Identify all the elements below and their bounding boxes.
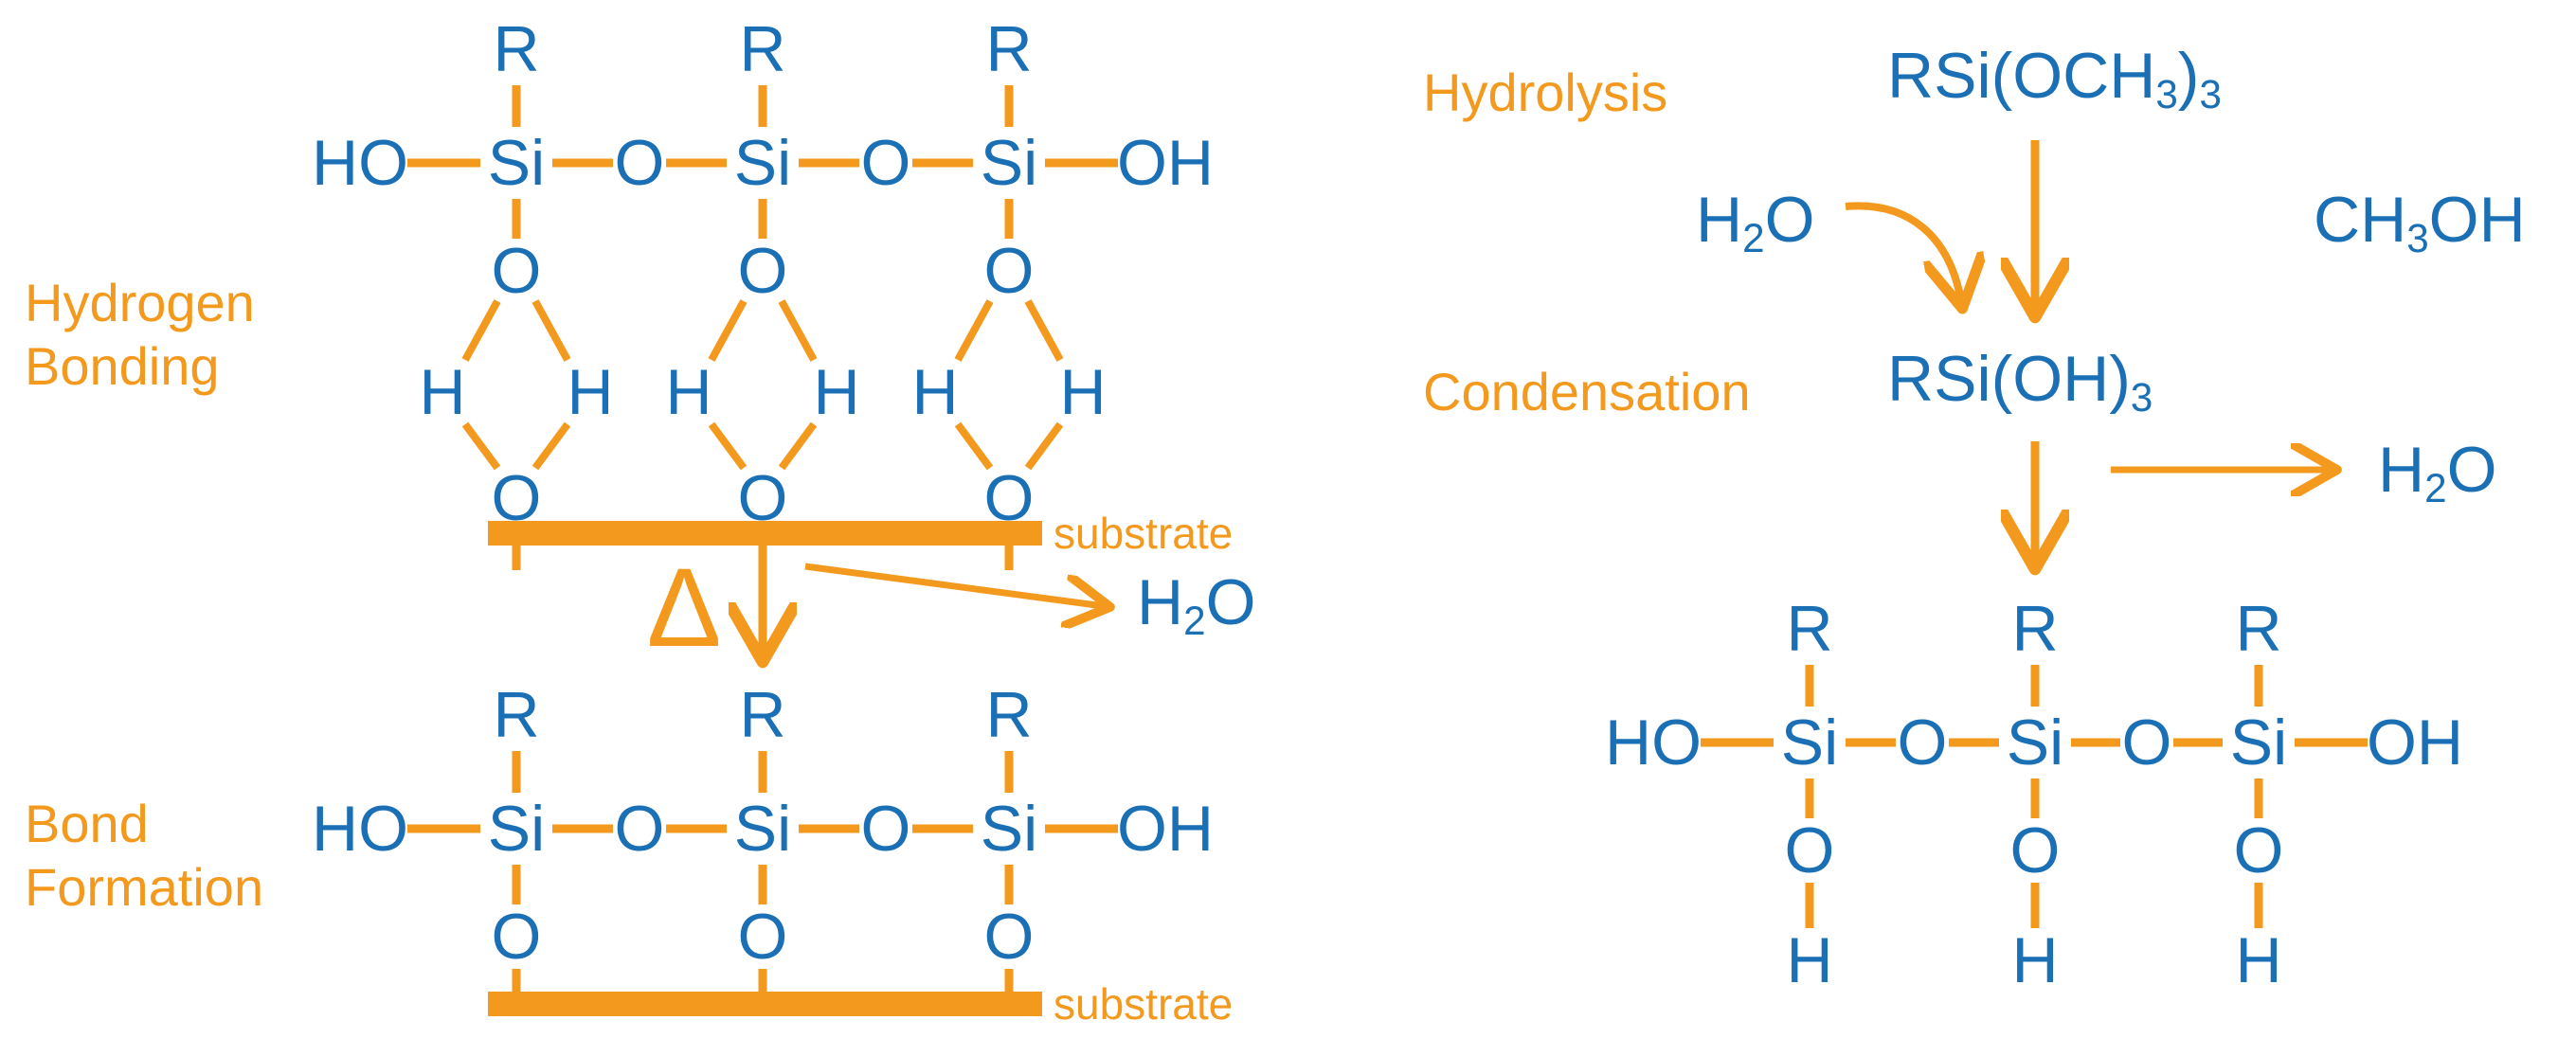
formula-water-right-part-2: O (2447, 434, 2497, 506)
bonded-atom-o-bridge-1: O (615, 793, 665, 865)
polysiloxane-atom-si-1: Si (1781, 707, 1838, 778)
hbond-atom-r-3: R (985, 13, 1032, 85)
label-bond-formation: Bond Formation (25, 794, 264, 918)
hbond-hbond-ll-1 (461, 421, 501, 471)
polysiloxane-atom-oh: OH (2367, 707, 2463, 778)
formula-trimethoxysilane-part-1: 3 (2155, 72, 2177, 116)
formula-trimethoxysilane: RSi(OCH3)3 (1887, 40, 2222, 116)
formula-silanetriol: RSi(OH)3 (1887, 343, 2153, 420)
hbond-atom-h-right-3: H (1059, 356, 1106, 428)
polysiloxane-atom-r-1: R (1786, 593, 1832, 665)
substrate-bottom-bar (488, 992, 1042, 1016)
hbond-atom-o-bridge-1: O (615, 127, 665, 199)
formula-water-right: H2O (2378, 434, 2496, 510)
arrow-water-in (1845, 202, 1961, 301)
polysiloxane-atom-ho: HO (1605, 707, 1702, 778)
polysiloxane-atom-h-1: H (1786, 924, 1832, 996)
hbond-hbond-ul-1 (461, 299, 501, 362)
formula-trimethoxysilane-part-3: 3 (2199, 72, 2221, 116)
formula-methanol: CH3OH (2314, 184, 2526, 260)
label-hydrogen-bonding: Hydrogen Bonding (25, 273, 255, 397)
hbond-hbond-ll-2 (708, 421, 748, 471)
polysiloxane-atom-h-2: H (2011, 924, 2058, 996)
formula-trimethoxysilane-part-0: RSi(OCH (1887, 40, 2155, 112)
hbond-hbond-ur-1 (531, 299, 571, 362)
hbond-hbond-ll-3 (954, 421, 994, 471)
hbond-hbond-lr-3 (1024, 421, 1064, 471)
bonded-atom-ho: HO (312, 793, 408, 865)
arrow-release-water-left (804, 563, 1104, 606)
polysiloxane-atom-r-2: R (2011, 593, 2058, 665)
delta-symbol: Δ (647, 546, 722, 671)
hbond-atom-h-right-2: H (813, 356, 859, 428)
polysiloxane-atom-h-3: H (2235, 924, 2281, 996)
bonded-atom-oh: OH (1117, 793, 1214, 865)
formula-water-right-part-0: H (2378, 434, 2424, 506)
hbond-atom-r-2: R (739, 13, 785, 85)
hbond-atom-h-right-1: H (567, 356, 613, 428)
formula-water-right-part-1: 2 (2424, 466, 2446, 510)
substrate-top-bar (488, 521, 1042, 546)
formula-water-left-part-0: H (1137, 566, 1183, 638)
polysiloxane-atom-o-down-2: O (2010, 814, 2061, 886)
polysiloxane-atom-o-bridge-1: O (1898, 707, 1948, 778)
formula-methanol-part-2: OH (2429, 184, 2526, 256)
bonded-atom-si-1: Si (488, 793, 545, 865)
formula-water-in-part-0: H (1696, 184, 1742, 256)
hbond-atom-o-down-2: O (738, 235, 788, 307)
polysiloxane-atom-o-down-3: O (2234, 814, 2284, 886)
hbond-atom-si-3: Si (981, 127, 1037, 199)
formula-water-left: H2O (1137, 566, 1255, 643)
hbond-atom-si-2: Si (734, 127, 791, 199)
hbond-atom-o-down-1: O (492, 235, 542, 307)
polysiloxane-atom-o-down-1: O (1785, 814, 1835, 886)
hbond-hbond-ul-2 (708, 299, 748, 362)
formula-water-left-part-2: O (1206, 566, 1256, 638)
polysiloxane-atom-r-3: R (2235, 593, 2281, 665)
bonded-atom-si-2: Si (734, 793, 791, 865)
bonded-atom-r-3: R (985, 679, 1032, 751)
formula-silanetriol-part-1: 3 (2131, 375, 2153, 420)
substrate-top-label: substrate (1054, 509, 1233, 558)
hbond-atom-r-1: R (493, 13, 539, 85)
hbond-hbond-ul-3 (954, 299, 994, 362)
formula-water-in-part-1: 2 (1742, 216, 1764, 260)
bonded-atom-r-2: R (739, 679, 785, 751)
hbond-atom-oh: OH (1117, 127, 1214, 199)
bonded-atom-o-down-3: O (984, 901, 1035, 973)
hbond-hbond-lr-1 (531, 421, 571, 471)
formula-silanetriol-part-0: RSi(OH) (1887, 343, 2131, 415)
formula-water-left-part-1: 2 (1183, 599, 1205, 643)
hbond-hbond-lr-2 (778, 421, 818, 471)
label-condensation: Condensation (1423, 362, 1751, 421)
formula-water-in: H2O (1696, 184, 1814, 260)
polysiloxane-atom-si-3: Si (2230, 707, 2287, 778)
bonded-atom-o-bridge-2: O (861, 793, 911, 865)
formula-methanol-part-1: 3 (2406, 216, 2428, 260)
substrate-bottom-label: substrate (1054, 979, 1233, 1029)
bonded-atom-r-1: R (493, 679, 539, 751)
hbond-atom-h-left-1: H (419, 356, 465, 428)
hbond-atom-o-down-3: O (984, 235, 1035, 307)
bonded-atom-o-down-1: O (492, 901, 542, 973)
hbond-hbond-ur-3 (1024, 299, 1064, 362)
hbond-atom-o-bridge-2: O (861, 127, 911, 199)
formula-methanol-part-0: CH (2314, 184, 2406, 256)
polysiloxane-atom-si-2: Si (2007, 707, 2063, 778)
hbond-hbond-ur-2 (778, 299, 818, 362)
formula-trimethoxysilane-part-2: ) (2178, 40, 2200, 112)
bonded-atom-si-3: Si (981, 793, 1037, 865)
bonded-atom-o-down-2: O (738, 901, 788, 973)
polysiloxane-atom-o-bridge-2: O (2122, 707, 2172, 778)
label-hydrolysis: Hydrolysis (1423, 63, 1668, 122)
hbond-atom-h-left-2: H (665, 356, 712, 428)
hbond-atom-h-left-3: H (911, 356, 958, 428)
hbond-atom-si-1: Si (488, 127, 545, 199)
formula-water-in-part-2: O (1765, 184, 1815, 256)
hbond-atom-ho: HO (312, 127, 408, 199)
